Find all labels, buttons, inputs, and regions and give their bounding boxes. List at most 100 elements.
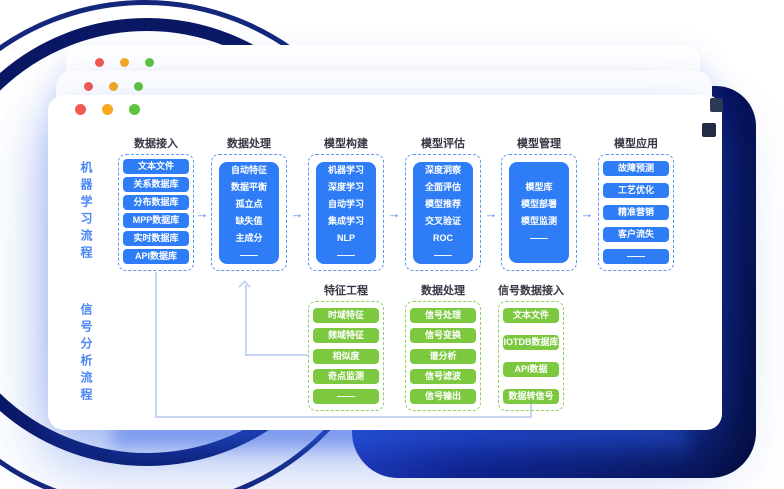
- flow-node: 文本文件: [123, 159, 189, 174]
- minimize-button[interactable]: [102, 104, 113, 115]
- flow-node: 数据转信号: [503, 389, 559, 404]
- flow-node: 自动学习: [327, 199, 364, 209]
- connector-line: [245, 285, 247, 356]
- close-button[interactable]: [75, 104, 86, 115]
- bottom-glow: [110, 426, 690, 460]
- dashed-box: 文本文件关系数据库分布数据库 MPP数据库实时数据库 API数据库: [118, 154, 194, 271]
- zoom-button[interactable]: [129, 104, 140, 115]
- backdrop-notch: [702, 123, 716, 137]
- flow-arrow-icon: →: [580, 206, 594, 221]
- flow-node: 信号滤波: [410, 368, 476, 384]
- column-title: 数据处理: [227, 138, 271, 150]
- dashed-box: 模型库模型部署模型监测 ——: [501, 154, 577, 271]
- zoom-button[interactable]: [134, 82, 143, 91]
- flow-node: 故障预测: [603, 161, 669, 176]
- flow-node: ——: [434, 250, 452, 260]
- window-controls: [95, 58, 154, 67]
- dashed-box: 信号处理信号变换谱分析信号滤波信号输出: [405, 301, 481, 411]
- flow-node: ——: [337, 250, 355, 260]
- minimize-button[interactable]: [109, 82, 118, 91]
- close-button[interactable]: [84, 82, 93, 91]
- flow-arrow-icon: →: [195, 206, 209, 221]
- flow-node: 深度学习: [327, 182, 364, 192]
- flow-node: 机器学习: [327, 165, 364, 175]
- connector-line: [155, 416, 532, 418]
- flow-node: 分布数据库: [123, 195, 189, 210]
- flow-node: 相似度: [313, 348, 379, 364]
- dashed-box: 故障预测工艺优化精准营销客户流失 ——: [598, 154, 674, 271]
- flow-column-signal-processing: 数据处理 信号处理信号变换谱分析信号滤波信号输出: [405, 285, 481, 411]
- dashed-box: 自动特征数据平衡孤立点缺失值主成分 ——: [211, 154, 287, 271]
- backdrop-notch: [710, 98, 723, 112]
- flow-node: 信号处理: [410, 308, 476, 323]
- flow-arrow-icon: →: [484, 206, 498, 221]
- flow-node: 模型推荐: [424, 199, 461, 209]
- flow-node: 主成分: [235, 233, 263, 243]
- close-button[interactable]: [95, 58, 104, 67]
- flow-node: 深度洞察: [424, 165, 461, 175]
- flow-node: 工艺优化: [603, 183, 669, 198]
- flow-node: API数据: [503, 362, 559, 377]
- feature-panel: 机器学习深度学习自动学习集成学习 NLP ——: [316, 162, 376, 264]
- flow-column-model-building: 模型构建 机器学习深度学习自动学习集成学习 NLP ——: [308, 138, 384, 271]
- dashed-box: 机器学习深度学习自动学习集成学习 NLP ——: [308, 154, 384, 271]
- flow-node: 时域特征: [313, 308, 379, 323]
- feature-panel: 自动特征数据平衡孤立点缺失值主成分 ——: [219, 162, 279, 264]
- flow-node: ——: [240, 250, 258, 260]
- flow-node: 全面评估: [424, 182, 461, 192]
- minimize-button[interactable]: [120, 58, 129, 67]
- flow-column-data-access: 数据接入 文本文件关系数据库分布数据库 MPP数据库实时数据库 API数据库: [118, 138, 194, 271]
- flow-node: 缺失值: [235, 216, 263, 226]
- window-controls: [75, 104, 140, 115]
- connector-line: [155, 272, 157, 418]
- flow-node: API数据库: [123, 249, 189, 264]
- column-title: 模型管理: [517, 138, 561, 150]
- flow-node: 自动特征: [230, 165, 267, 175]
- flow-node: 模型库: [525, 181, 553, 192]
- flow-node: 信号输出: [410, 389, 476, 404]
- flow-node: 精准营销: [603, 205, 669, 220]
- flow-node: ——: [313, 389, 379, 404]
- flow-node: 信号变换: [410, 328, 476, 344]
- flow-node: 实时数据库: [123, 231, 189, 246]
- flow-node: 孤立点: [235, 199, 263, 209]
- flow-arrow-icon: →: [387, 206, 401, 221]
- flow-node: 数据平衡: [230, 182, 267, 192]
- column-title: 模型评估: [421, 138, 465, 150]
- flow-node: 谱分析: [410, 348, 476, 364]
- signal-flow-label: 信号分析流程: [79, 303, 93, 405]
- flow-node: NLP: [337, 233, 355, 243]
- flow-node: 奇点监测: [313, 368, 379, 384]
- flow-column-data-processing: 数据处理 自动特征数据平衡孤立点缺失值主成分 ——: [211, 138, 287, 271]
- flow-node: 关系数据库: [123, 177, 189, 192]
- flow-node: 文本文件: [503, 308, 559, 323]
- flow-node: 频域特征: [313, 328, 379, 344]
- flow-column-model-application: 模型应用 故障预测工艺优化精准营销客户流失 ——: [598, 138, 674, 271]
- flow-node: MPP数据库: [123, 213, 189, 228]
- feature-panel: 模型库模型部署模型监测 ——: [509, 162, 569, 263]
- flow-node: ——: [530, 232, 548, 243]
- connector-line: [245, 354, 308, 356]
- ml-flow-label: 机器学习流程: [79, 161, 93, 263]
- flow-node: ——: [603, 249, 669, 264]
- column-title: 模型构建: [324, 138, 368, 150]
- column-title: 信号数据接入: [498, 285, 564, 297]
- zoom-button[interactable]: [145, 58, 154, 67]
- column-title: 数据处理: [421, 285, 465, 297]
- flow-node: 模型部署: [520, 198, 557, 209]
- flow-node: 模型监测: [520, 215, 557, 226]
- column-title: 模型应用: [614, 138, 658, 150]
- flow-column-model-management: 模型管理 模型库模型部署模型监测 ——: [501, 138, 577, 271]
- flow-node: 客户流失: [603, 227, 669, 242]
- arrow-up-icon: [238, 280, 251, 293]
- dashed-box: 时域特征频域特征相似度奇点监测 ——: [308, 301, 384, 411]
- column-title: 数据接入: [134, 138, 178, 150]
- flow-node: 集成学习: [327, 216, 364, 226]
